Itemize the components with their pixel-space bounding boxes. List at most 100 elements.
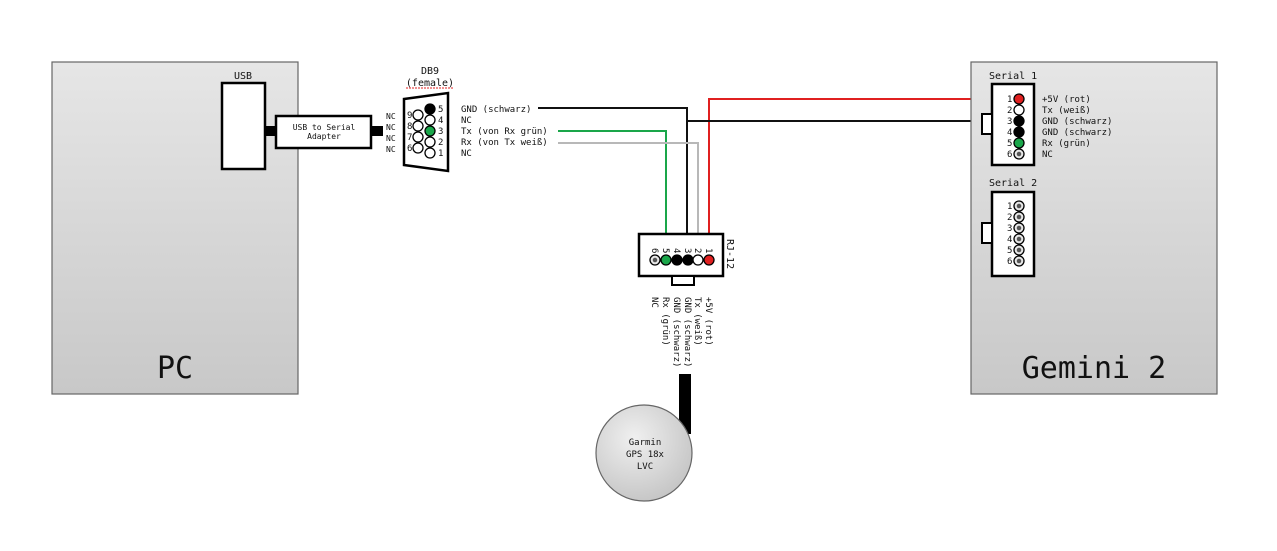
- serial1-pin-number: 6: [1007, 150, 1012, 160]
- usb-port: [220, 81, 267, 171]
- serial1-pin-label: GND (schwarz): [1042, 128, 1112, 138]
- rj12-pin-label: NC: [649, 297, 659, 308]
- db9-pin-6: [412, 142, 424, 154]
- rj12-pin-number: 4: [671, 248, 681, 253]
- serial1-pin-label: GND (schwarz): [1042, 117, 1112, 127]
- db9-pin-2: [424, 136, 436, 148]
- db9-pin-7: [412, 131, 424, 143]
- db9-pin-number: 3: [438, 127, 443, 137]
- db9-pin-label: Rx (von Tx weiß): [461, 138, 548, 148]
- rj12-pin-6-center: [652, 257, 658, 263]
- serial1-pin-2: [1013, 104, 1025, 116]
- serial2-pin-1-center: [1016, 203, 1022, 209]
- db9-pin-4: [424, 114, 436, 126]
- usb-label: USB: [234, 71, 252, 82]
- rj12-pin-number: 1: [703, 248, 713, 253]
- serial1-pin-number: 3: [1007, 117, 1012, 127]
- serial1-pin-label: Rx (grün): [1042, 139, 1091, 149]
- rj12-pin-label: GND (schwarz): [682, 297, 692, 367]
- db9-pin-number: 2: [438, 138, 443, 148]
- serial1-pin-label: +5V (rot): [1042, 95, 1091, 105]
- serial2-pin-3-center: [1016, 225, 1022, 231]
- usb-serial-adapter: USB to Serial Adapter NC NC NC NC: [265, 112, 396, 154]
- serial2-pin-number: 4: [1007, 235, 1012, 245]
- db9-pin-9: [412, 109, 424, 121]
- serial2-pin-4-center: [1016, 236, 1022, 242]
- serial2-pin-number: 6: [1007, 257, 1012, 267]
- wires: [538, 98, 1016, 434]
- serial1-pin-4: [1013, 126, 1025, 138]
- wire-red: [708, 98, 1016, 250]
- serial1-pin-number: 5: [1007, 139, 1012, 149]
- rj12-pin-number: 6: [649, 248, 659, 253]
- gps-label-2: GPS 18x: [626, 450, 665, 460]
- adapter-label-1: USB to Serial: [293, 123, 356, 132]
- gps-cable: [679, 374, 691, 434]
- nc-label: NC: [386, 123, 396, 132]
- db9-pin-number: 4: [438, 116, 443, 126]
- serial1-connector: [990, 82, 1036, 167]
- db9-title: DB9: [421, 66, 439, 77]
- serial1-pin-3: [1013, 115, 1025, 127]
- rj12-pin-1: [703, 254, 715, 266]
- serial1-pin-labels: +5V (rot)Tx (weiß)GND (schwarz)GND (schw…: [1042, 95, 1112, 160]
- serial2-pin-2-center: [1016, 214, 1022, 220]
- serial1-pin-6-center: [1016, 151, 1022, 157]
- wire-grey: [558, 142, 699, 250]
- nc-label: NC: [386, 134, 396, 143]
- wire-green: [558, 130, 667, 250]
- db9-pin-label: NC: [461, 116, 472, 126]
- rj12-pin-4: [671, 254, 683, 266]
- pc-label: PC: [157, 351, 193, 386]
- rj12-pin-number: 3: [682, 248, 692, 253]
- serial2-pin-number: 2: [1007, 213, 1012, 223]
- db9-pin-label: NC: [461, 149, 472, 159]
- serial1-pin-1: [1013, 93, 1025, 105]
- rj12-pin-3: [682, 254, 694, 266]
- rj12-pin-label: +5V (rot): [703, 297, 713, 346]
- gps-receiver: Garmin GPS 18x LVC: [595, 404, 693, 502]
- gemini-label: Gemini 2: [1022, 351, 1167, 386]
- serial2-pin-number: 5: [1007, 246, 1012, 256]
- db9-pin-number: 9: [407, 111, 412, 121]
- serial2-pin-6-center: [1016, 258, 1022, 264]
- serial2-pin-5-center: [1016, 247, 1022, 253]
- pc-box: PC USB: [51, 61, 299, 395]
- db9-pin-number: 6: [407, 144, 412, 154]
- db9-pin-5: [424, 103, 436, 115]
- serial2-connector: [990, 190, 1036, 278]
- nc-label: NC: [386, 145, 396, 154]
- serial2-title: Serial 2: [989, 178, 1037, 189]
- adapter-label-2: Adapter: [307, 132, 341, 141]
- rj12-pin-label: Tx (weiß): [692, 297, 702, 346]
- serial1-pin-number: 1: [1007, 95, 1012, 105]
- gps-label-1: Garmin: [629, 438, 662, 448]
- rj12-pin-number: 5: [660, 248, 670, 253]
- rj12-pin-number: 2: [692, 248, 702, 253]
- serial1-pin-label: NC: [1042, 150, 1053, 160]
- db9-pin-number: 1: [438, 149, 443, 159]
- serial1-pin-label: Tx (weiß): [1042, 106, 1091, 116]
- serial1-pin-number: 2: [1007, 106, 1012, 116]
- db9-pin-number: 5: [438, 105, 443, 115]
- serial1-title: Serial 1: [989, 71, 1037, 82]
- gps-label-3: LVC: [637, 462, 653, 472]
- serial1-pin-5: [1013, 137, 1025, 149]
- db9-subtitle: (female): [406, 78, 454, 89]
- rj12-pin-label: Rx (grün): [660, 297, 670, 346]
- db9-pin-1: [424, 147, 436, 159]
- db9-pin-number: 7: [407, 133, 412, 143]
- rj12-pin-2: [692, 254, 704, 266]
- rj12-pin-5: [660, 254, 672, 266]
- db9-pin-number: 8: [407, 122, 412, 132]
- rj12-title: RJ-12: [724, 239, 735, 269]
